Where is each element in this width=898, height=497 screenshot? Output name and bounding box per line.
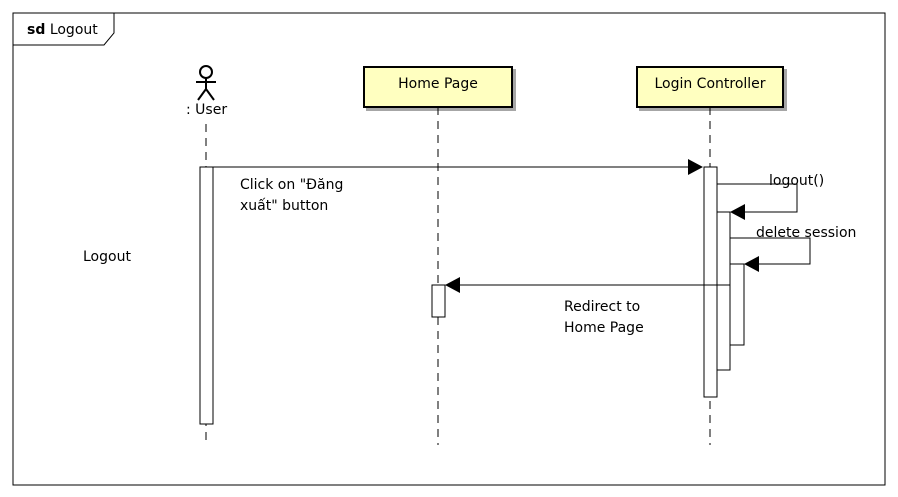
logout-message-label: logout() [769,173,825,189]
delete-session-activation-bar [729,263,745,346]
logout-activation-bar [716,211,731,371]
redirect-message-label-line2: Home Page [564,320,644,336]
user-activation-bar [199,166,214,425]
redirect-message-arrow [445,277,730,293]
click-message-label-line2: xuất" button [240,198,329,214]
frame-name: Logout [49,22,98,38]
frame-title: sd Logout [27,20,98,40]
logout-message-arrow [717,183,798,220]
user-actor-icon [196,65,216,101]
home-page-lifeline-label: Home Page [398,76,478,92]
delete-session-message-arrow [730,237,811,272]
sd-frame-tab [12,12,115,46]
login-controller-lifeline-box [636,66,784,108]
delete-session-message-label: delete session [756,225,857,241]
redirect-message-label-line1: Redirect to [564,299,641,315]
click-message-label-line1: Click on "Đăng [240,177,344,193]
click-message-arrow [213,159,703,175]
side-note-label: Logout [83,249,131,265]
login-controller-activation-bar [703,166,718,398]
frame-keyword: sd [27,22,46,38]
home-page-activation-bar [431,284,446,318]
login-controller-lifeline-label: Login Controller [654,76,766,92]
user-actor-label: : User [186,102,228,118]
